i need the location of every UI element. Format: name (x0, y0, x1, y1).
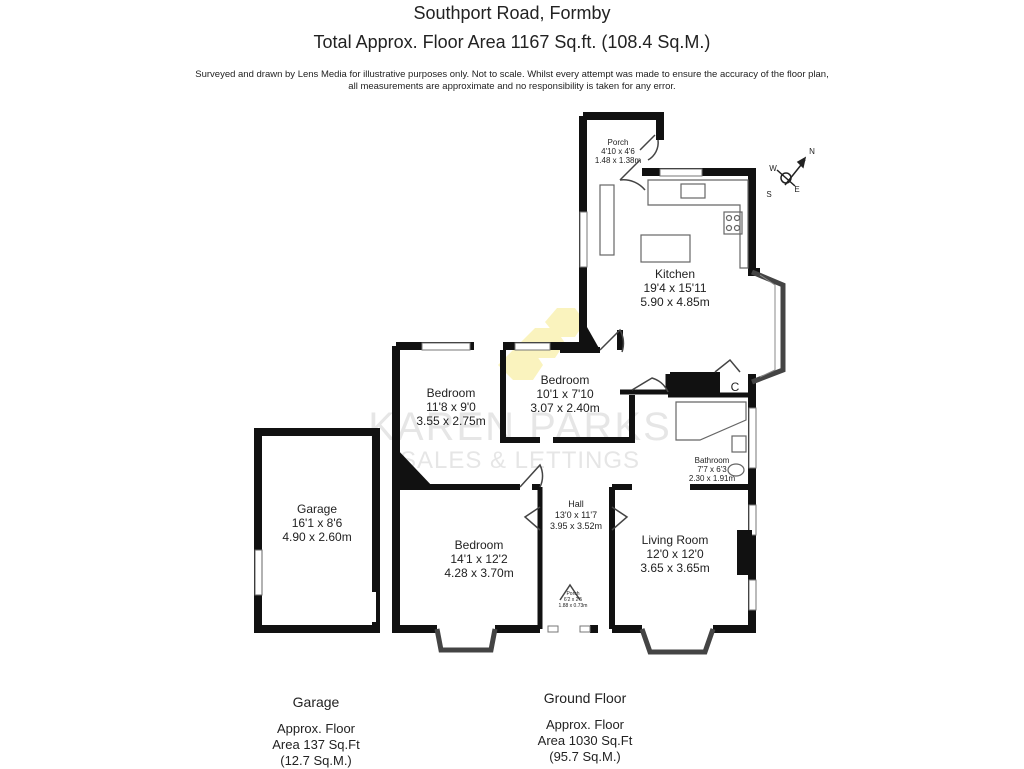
room-metric: 3.65 x 3.65m (640, 561, 709, 575)
room-imperial: 14'1 x 12'2 (450, 552, 508, 566)
garage-area-summary: Garage Approx. Floor Area 137 Sq.Ft (12.… (256, 694, 376, 769)
area-line-1: Approx. Floor (276, 721, 356, 736)
room-bedroom-2: Bedroom 10'1 x 7'10 3.07 x 2.40m (530, 373, 599, 415)
bathroom-fittings (675, 401, 747, 477)
room-metric: 1.48 x 1.38m (595, 156, 642, 165)
floor-name: Ground Floor (543, 690, 627, 706)
room-porch-front: Porch 6'2 x 2'5 1.88 x 0.73m (559, 591, 588, 609)
room-metric: 5.90 x 4.85m (640, 295, 709, 309)
cupboard-wall (670, 372, 720, 394)
room-metric: 4.90 x 2.60m (282, 530, 351, 544)
kitchen-bay-window (751, 269, 786, 385)
room-imperial: 7'7 x 6'3 (697, 465, 727, 474)
room-imperial: 6'2 x 2'5 (564, 597, 583, 603)
garage-outline (254, 428, 380, 633)
room-imperial: 19'4 x 15'11 (643, 281, 706, 295)
room-metric: 4.28 x 3.70m (444, 566, 513, 580)
compass-icon: N E S W (766, 147, 815, 199)
room-imperial: 12'0 x 12'0 (646, 547, 704, 561)
room-imperial: 11'8 x 9'0 (426, 400, 476, 414)
room-metric: 3.95 x 3.52m (550, 521, 602, 531)
room-cupboard: C (731, 380, 740, 394)
disclaimer-line-2: all measurements are approximate and no … (348, 81, 676, 92)
area-line-2: Area 1030 Sq.Ft (537, 733, 633, 748)
chimney-breast (737, 530, 752, 575)
room-metric: 3.55 x 2.75m (416, 414, 485, 428)
room-metric: 3.07 x 2.40m (530, 401, 599, 415)
room-kitchen: Kitchen 19'4 x 15'11 5.90 x 4.85m (640, 267, 709, 309)
room-metric: 1.88 x 0.73m (559, 603, 588, 609)
room-porch-top: Porch 4'10 x 4'6 1.48 x 1.38m (595, 138, 642, 165)
area-line-2: Area 137 Sq.Ft (272, 737, 360, 752)
room-imperial: 10'1 x 7'10 (536, 387, 594, 401)
room-name: Porch (566, 591, 579, 597)
room-name: Bathroom (695, 456, 730, 465)
room-living-room: Living Room 12'0 x 12'0 3.65 x 3.65m (640, 533, 709, 575)
compass-south: S (766, 190, 771, 199)
disclaimer-line-1: Surveyed and drawn by Lens Media for ill… (195, 69, 829, 80)
room-garage: Garage 16'1 x 8'6 4.90 x 2.60m (282, 502, 351, 544)
room-name: Living Room (642, 533, 709, 547)
room-name: Bedroom (455, 538, 504, 552)
compass-east: E (794, 185, 799, 194)
ground-floor-area-summary: Ground Floor Approx. Floor Area 1030 Sq.… (510, 690, 660, 765)
total-area: Total Approx. Floor Area 1167 Sq.ft. (10… (313, 32, 711, 52)
floor-name: Garage (292, 694, 340, 710)
room-name: C (731, 380, 740, 394)
room-name: Bedroom (541, 373, 590, 387)
room-bathroom: Bathroom 7'7 x 6'3 2.30 x 1.91m (689, 456, 736, 483)
corner-wedge (396, 448, 433, 487)
kitchen-fittings (599, 179, 749, 269)
watermark-tagline: SALES & LETTINGS (400, 447, 640, 474)
room-imperial: 13'0 x 11'7 (555, 510, 597, 520)
area-line-3: (12.7 Sq.M.) (280, 753, 352, 768)
room-metric: 2.30 x 1.91m (689, 474, 736, 483)
room-name: Porch (608, 138, 629, 147)
area-line-3: (95.7 Sq.M.) (549, 749, 621, 764)
room-name: Kitchen (655, 267, 695, 281)
room-imperial: 16'1 x 8'6 (292, 516, 343, 530)
windows (421, 168, 757, 633)
living-room-bay-window (639, 628, 716, 655)
bedroom-bay-window (434, 628, 498, 653)
room-imperial: 4'10 x 4'6 (601, 147, 635, 156)
plan-title: Southport Road, Formby (413, 3, 611, 23)
room-bedroom-3: Bedroom 14'1 x 12'2 4.28 x 3.70m (444, 538, 513, 580)
area-line-1: Approx. Floor (545, 717, 625, 732)
room-name: Bedroom (427, 386, 476, 400)
compass-west: W (769, 164, 777, 173)
doors (519, 134, 741, 601)
room-bedroom-1: Bedroom 11'8 x 9'0 3.55 x 2.75m (416, 386, 485, 428)
room-name: Hall (568, 499, 584, 509)
room-name: Garage (297, 502, 337, 516)
compass-north: N (809, 147, 815, 156)
room-hall: Hall 13'0 x 11'7 3.95 x 3.52m (550, 499, 602, 531)
